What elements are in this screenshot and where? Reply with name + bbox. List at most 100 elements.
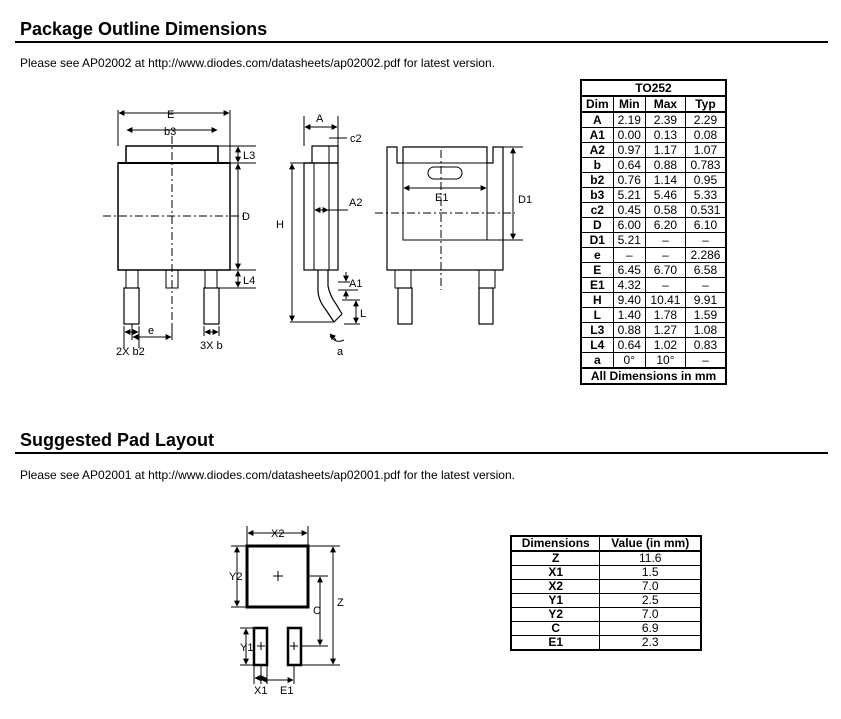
dimension-value-cell: 9.40 — [612, 292, 646, 308]
dimension-value-cell: 1.14 — [644, 172, 686, 188]
dim-label-D: D — [242, 211, 250, 223]
dimension-value-cell: 7.0 — [599, 579, 702, 594]
dimension-value-cell: 6.58 — [684, 262, 727, 278]
section-title-pad-layout: Suggested Pad Layout — [20, 430, 215, 450]
dimension-value-cell: 1.59 — [684, 307, 727, 323]
table-row: e––2.286 — [580, 247, 727, 263]
dim-label-3x-b: 3X b — [200, 340, 223, 352]
dimension-value-cell: 1.02 — [644, 337, 686, 353]
dimension-name-cell: H — [580, 292, 614, 308]
dimension-value-cell: 0.13 — [644, 127, 686, 143]
dimension-value-cell: – — [684, 352, 727, 369]
dimension-name-cell: Y1 — [510, 593, 601, 608]
dimension-name-cell: X1 — [510, 565, 601, 580]
pad-label-Z: Z — [337, 597, 344, 609]
dim-label-L4: L4 — [243, 275, 255, 287]
dimension-value-cell: 2.39 — [644, 111, 686, 128]
table-header-row: Dimensions Value (in mm) — [510, 535, 702, 552]
dim-label-A: A — [316, 113, 324, 125]
dimension-value-cell: 0.00 — [612, 127, 646, 143]
dimension-value-cell: 0.97 — [612, 142, 646, 158]
dimension-value-cell: 0.531 — [684, 202, 727, 218]
pad-label-E1: E1 — [280, 685, 293, 697]
dimension-value-cell: 1.40 — [612, 307, 646, 323]
column-header: Max — [644, 95, 686, 113]
dimension-value-cell: 6.70 — [644, 262, 686, 278]
pad-label-C: C — [313, 605, 321, 617]
dimension-value-cell: 1.5 — [599, 565, 702, 580]
dimension-name-cell: b — [580, 157, 614, 173]
dimension-value-cell: 0.83 — [684, 337, 727, 353]
dimension-value-cell: 4.32 — [612, 277, 646, 293]
dim-label-e: e — [148, 325, 154, 337]
dimension-value-cell: 0.95 — [684, 172, 727, 188]
dimension-value-cell: 0.783 — [684, 157, 727, 173]
pad-label-X2: X2 — [271, 528, 284, 540]
dimension-value-cell: – — [644, 277, 686, 293]
dim-label-E1: E1 — [435, 192, 448, 204]
dim-label-c2: c2 — [350, 133, 362, 145]
dimension-value-cell: – — [644, 247, 686, 263]
dimension-name-cell: L — [580, 307, 614, 323]
dimension-value-cell: 6.20 — [644, 217, 686, 233]
dimension-name-cell: D — [580, 217, 614, 233]
dimension-value-cell: – — [684, 277, 727, 293]
dimension-value-cell: 1.17 — [644, 142, 686, 158]
dim-label-H: H — [276, 219, 284, 231]
column-header: Value (in mm) — [599, 535, 702, 552]
pad-label-Y2: Y2 — [229, 571, 242, 583]
table-header-row: Dim Min Max Typ — [580, 95, 727, 113]
dimension-value-cell: 1.27 — [644, 322, 686, 338]
dimension-name-cell: b2 — [580, 172, 614, 188]
dim-label-b3: b3 — [164, 126, 176, 138]
dimension-value-cell: 6.00 — [612, 217, 646, 233]
dim-label-a: a — [337, 346, 344, 358]
dimension-value-cell: – — [612, 247, 646, 263]
dimension-name-cell: E1 — [510, 635, 601, 651]
dim-label-L3: L3 — [243, 150, 255, 162]
dim-label-A1: A1 — [349, 278, 362, 290]
dimension-name-cell: a — [580, 352, 614, 369]
dimension-value-cell: – — [644, 232, 686, 248]
dimension-value-cell: 0.08 — [684, 127, 727, 143]
dimension-name-cell: A1 — [580, 127, 614, 143]
dimension-value-cell: 1.07 — [684, 142, 727, 158]
column-header: Dimensions — [510, 535, 601, 552]
dimension-value-cell: 6.10 — [684, 217, 727, 233]
dimension-value-cell: 2.286 — [684, 247, 727, 263]
dimension-name-cell: E — [580, 262, 614, 278]
dimension-value-cell: 5.21 — [612, 232, 646, 248]
dimension-value-cell: 2.5 — [599, 593, 702, 608]
dim-label-L: L — [360, 308, 366, 320]
dim-label-2x-b2: 2X b2 — [116, 346, 145, 358]
dimension-name-cell: E1 — [580, 277, 614, 293]
column-header: Dim — [580, 95, 614, 113]
dimension-value-cell: 5.21 — [612, 187, 646, 203]
dimension-name-cell: X2 — [510, 579, 601, 594]
dimension-value-cell: 2.29 — [684, 111, 727, 128]
dimension-value-cell: – — [684, 232, 727, 248]
dimension-value-cell: 2.3 — [599, 635, 702, 651]
dim-label-A2: A2 — [349, 197, 362, 209]
pad-layout-reference-note: Please see AP02001 at http://www.diodes.… — [20, 468, 515, 482]
dimension-name-cell: Z — [510, 550, 601, 566]
pad-label-Y1: Y1 — [240, 642, 253, 654]
dimension-value-cell: 0.45 — [612, 202, 646, 218]
dimension-value-cell: 0.88 — [612, 322, 646, 338]
dimension-value-cell: 10° — [644, 352, 686, 369]
